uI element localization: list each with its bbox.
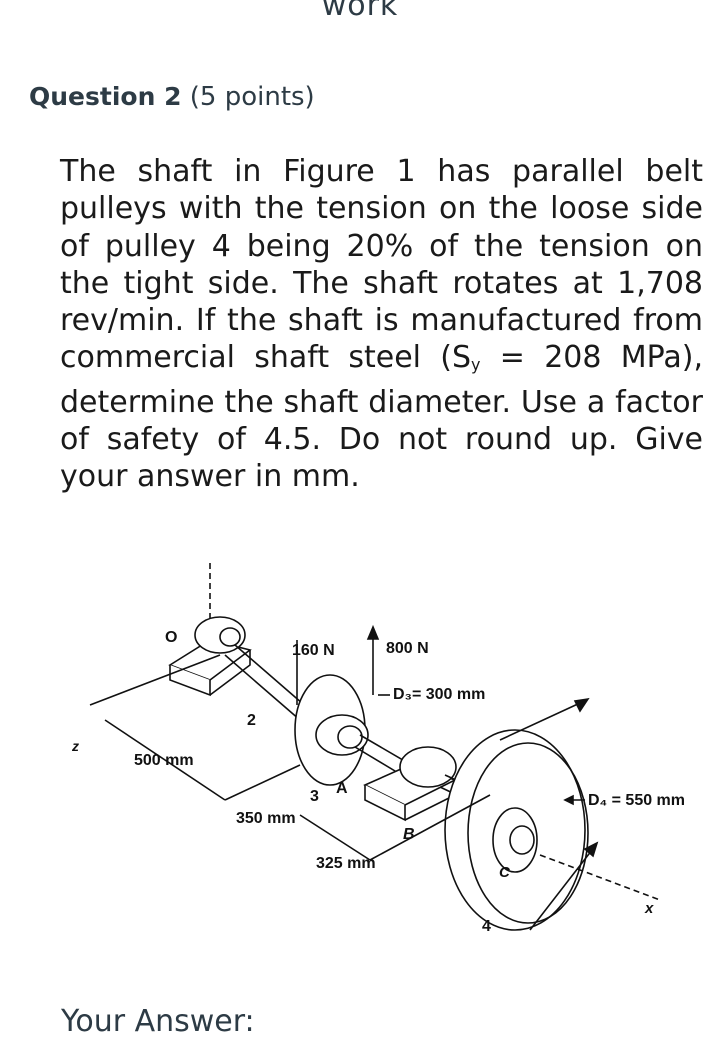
question-points: (5 points) (189, 82, 315, 112)
label-dim-350: 350 mm (236, 810, 296, 827)
header-fragment: work (321, 0, 399, 23)
question-text-subscript: y (471, 355, 481, 375)
label-d3: D₃= 300 mm (393, 686, 485, 703)
shaft-figure: O 160 N 800 N D₃= 300 mm 2 z 500 mm 3 A … (71, 563, 685, 935)
label-pulley-4: 4 (482, 918, 491, 935)
label-pulley-2: 2 (247, 712, 256, 729)
label-point-b: B (403, 826, 415, 843)
question-title: Question 2 (29, 82, 182, 111)
label-point-a: A (336, 780, 348, 797)
label-point-c: C (499, 864, 511, 881)
answer-label: Your Answer: (61, 1004, 255, 1039)
question-text: The shaft in Figure 1 has parallel belt … (60, 153, 703, 496)
label-point-3: 3 (310, 788, 319, 805)
label-x-axis: x (644, 900, 654, 917)
label-force-left: 160 N (292, 642, 335, 659)
label-dim-325: 325 mm (316, 855, 376, 872)
question-text-part2: = 208 MPa), determine the shaft diameter… (60, 340, 703, 495)
label-z-axis: z (71, 738, 79, 754)
label-d4: D₄ = 550 mm (588, 792, 685, 809)
label-force-right: 800 N (386, 640, 429, 657)
label-origin: O (165, 629, 177, 646)
question-text-part1: The shaft in Figure 1 has parallel belt … (60, 154, 703, 376)
label-dim-500: 500 mm (134, 752, 194, 769)
question-header: Question 2 (5 points) (29, 82, 315, 112)
